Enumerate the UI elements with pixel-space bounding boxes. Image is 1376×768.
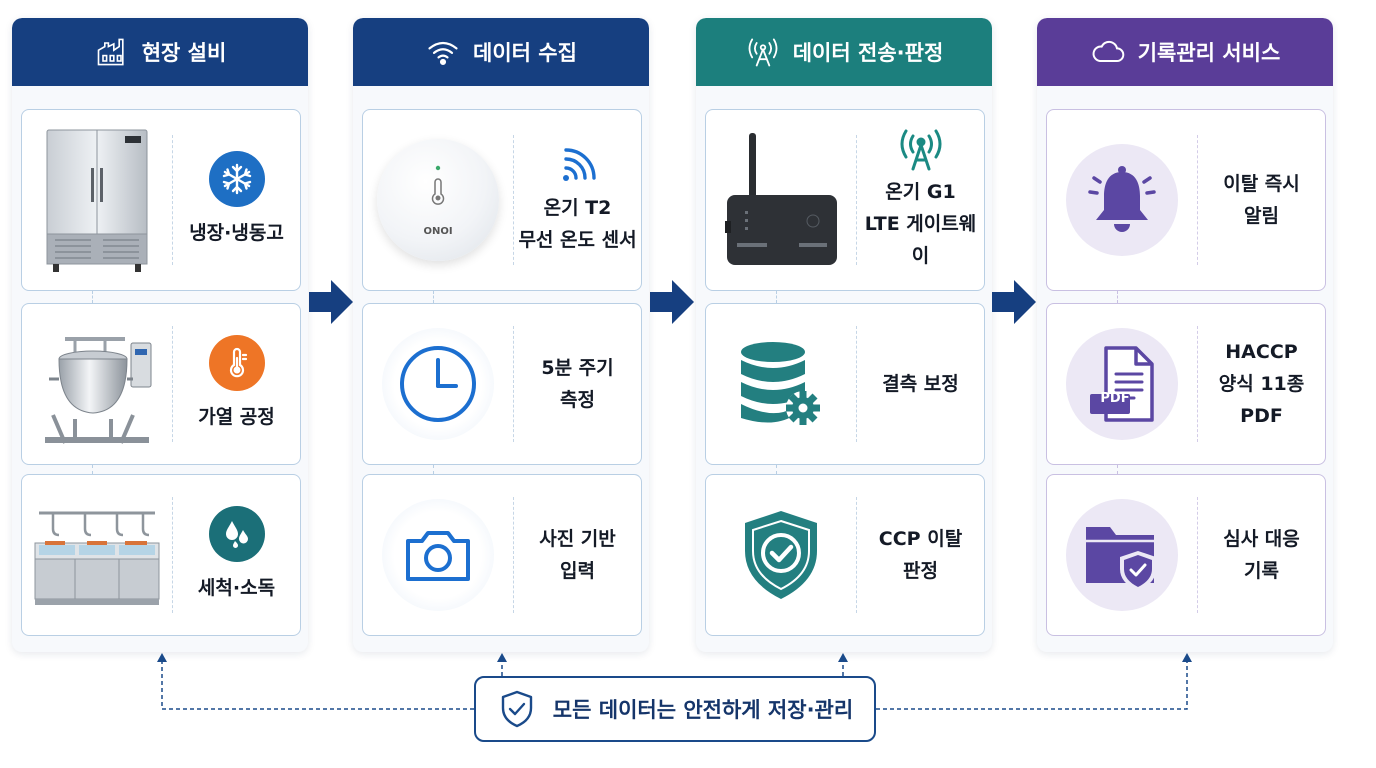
card-label: 알림 [1244, 205, 1279, 227]
card-missing-data-correction: 결측 보정 [705, 303, 985, 465]
card-label: CCP 이탈 [878, 528, 963, 550]
column-site-equipment: 현장 설비 [12, 18, 308, 652]
device-label: ONOI [423, 225, 453, 237]
card-instant-alert: 이탈 즉시 알림 [1046, 109, 1326, 291]
factory-icon [97, 38, 124, 66]
snowflake-icon [222, 163, 251, 195]
water-drops-icon [225, 521, 248, 548]
card-label: 판정 [903, 560, 938, 582]
card-photo-input: 사진 기반 입력 [362, 474, 642, 636]
flow-arrow-icon [992, 280, 1036, 324]
card-audit-records: 심사 대응 기록 [1046, 474, 1326, 636]
card-label: 사진 기반 [539, 528, 616, 550]
card-label: LTE 게이트웨이 [864, 213, 977, 267]
sensor-image [431, 165, 445, 205]
column-title: 현장 설비 [141, 41, 227, 65]
card-label: 기록 [1244, 560, 1279, 582]
card-heating-process: 가열 공정 [21, 303, 301, 465]
card-lte-gateway: 온기 G1 LTE 게이트웨이 [705, 109, 985, 291]
column-title: 데이터 수집 [473, 41, 577, 65]
card-label: HACCP [1225, 341, 1298, 363]
column-header: 기록관리 서비스 [1037, 18, 1333, 86]
wifi-icon [428, 41, 458, 65]
card-temperature-sensor: ONOI 온기 T2 무선 온도 센서 [362, 109, 642, 291]
column-data-collection: 데이터 수집 ONOI 온기 T2 무선 온도 [353, 18, 649, 652]
database-gear-icon [741, 342, 820, 425]
card-washing: 세척·소독 [21, 474, 301, 636]
bell-icon [1088, 166, 1156, 232]
card-label: 5분 주기 [541, 357, 614, 379]
card-label: 무선 온도 센서 [518, 229, 637, 251]
pdf-file-icon [1090, 346, 1154, 422]
card-label: 양식 11종 PDF [1218, 373, 1305, 427]
card-label: 세척·소독 [197, 577, 276, 599]
antenna-icon [900, 129, 941, 171]
gateway-image [725, 133, 837, 265]
column-header: 현장 설비 [12, 18, 308, 86]
clock-icon [400, 346, 476, 422]
thermometer-icon [229, 347, 247, 378]
wireless-signal-icon [562, 148, 596, 181]
card-refrigerator: 냉장·냉동고 [21, 109, 301, 291]
column-data-transmission: 데이터 전송·판정 [696, 18, 992, 652]
kettle-image [45, 337, 152, 444]
cloud-icon [1092, 40, 1124, 62]
storage-banner-text: 모든 데이터는 안전하게 저장·관리 [552, 698, 854, 722]
wash-sink-image [34, 511, 160, 605]
card-label: 심사 대응 [1223, 528, 1300, 550]
card-label: 결측 보정 [882, 373, 959, 395]
antenna-icon [748, 38, 778, 67]
shield-check-icon [745, 511, 817, 599]
shield-check-icon [501, 690, 532, 728]
refrigerator-image [46, 129, 148, 272]
camera-icon [406, 531, 470, 581]
card-label: 온기 G1 [885, 181, 956, 203]
column-header: 데이터 전송·판정 [696, 18, 992, 86]
card-label: 측정 [560, 389, 595, 411]
column-record-service: 기록관리 서비스 이탈 즉시 알림 [1037, 18, 1333, 652]
card-label: 입력 [560, 560, 595, 582]
pdf-badge-text: PDF [1100, 391, 1130, 406]
column-title: 데이터 전송·판정 [792, 41, 944, 65]
card-haccp-pdf: PDF HACCP 양식 11종 PDF [1046, 303, 1326, 465]
card-measurement-interval: 5분 주기 측정 [362, 303, 642, 465]
card-label: 가열 공정 [198, 406, 275, 428]
card-label: 온기 T2 [543, 197, 612, 219]
storage-banner: 모든 데이터는 안전하게 저장·관리 [474, 676, 876, 742]
card-ccp-deviation: CCP 이탈 판정 [705, 474, 985, 636]
column-header: 데이터 수집 [353, 18, 649, 86]
flow-arrow-icon [650, 280, 694, 324]
column-title: 기록관리 서비스 [1137, 41, 1281, 65]
folder-shield-icon [1086, 527, 1156, 591]
flow-arrow-icon [309, 280, 353, 324]
card-label: 냉장·냉동고 [189, 222, 284, 244]
card-label: 이탈 즉시 [1223, 173, 1300, 195]
